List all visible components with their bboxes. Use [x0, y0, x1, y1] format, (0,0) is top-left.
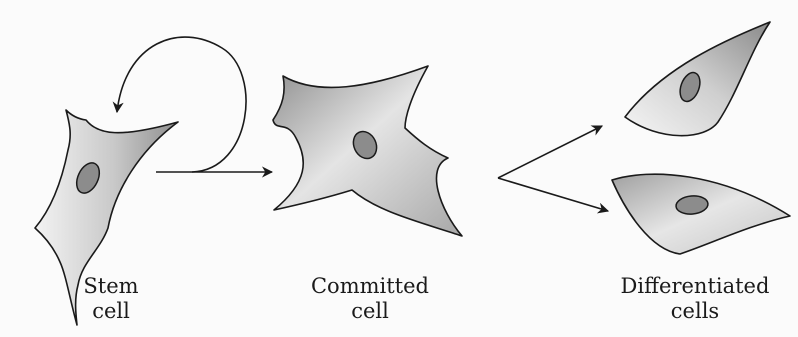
differentiated-cell-lower-body — [612, 174, 790, 254]
differentiate-arrow-upper — [498, 126, 602, 178]
differentiated-cells-label-line2: cells — [600, 299, 790, 324]
committed-cell — [273, 66, 462, 236]
differentiated-cells-label-line1: Differentiated — [600, 274, 790, 299]
committed-cell-label-line1: Committed — [285, 274, 455, 299]
differentiated-cell-upper — [625, 22, 770, 136]
stem-cell-label-line2: cell — [56, 299, 166, 324]
committed-cell-label: Committed cell — [285, 274, 455, 324]
stem-cell-label: Stem cell — [56, 274, 166, 324]
differentiated-cells-label: Differentiated cells — [600, 274, 790, 324]
differentiate-arrow-lower — [498, 178, 608, 211]
committed-cell-label-line2: cell — [285, 299, 455, 324]
differentiated-cell-lower — [612, 174, 790, 254]
stem-cell-label-line1: Stem — [56, 274, 166, 299]
